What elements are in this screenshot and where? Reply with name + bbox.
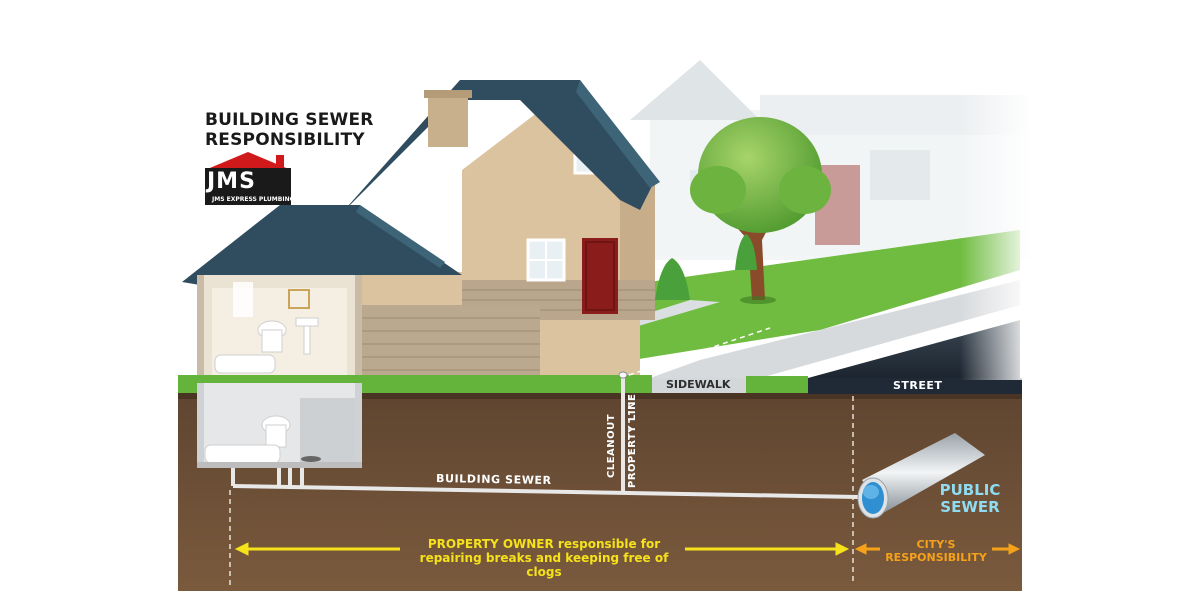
city-responsibility-text: CITY'S RESPONSIBILITY [885, 538, 987, 564]
sidewalk-label: SIDEWALK [666, 378, 731, 391]
back-lawn [520, 230, 1020, 378]
public-sewer-pipe [857, 433, 985, 519]
city-arrow [854, 543, 1021, 555]
property-line-label: PROPERTY LINE [627, 393, 638, 488]
owner-responsibility-text: PROPERTY OWNER responsible for repairing… [419, 537, 669, 579]
title-line-1: BUILDING SEWER [205, 110, 374, 130]
street-bar [808, 378, 1022, 394]
cleanout-pipe [618, 371, 628, 492]
public-sewer-label: PUBLIC SEWER [939, 481, 1001, 517]
cleanout-label: CLEANOUT [606, 413, 617, 478]
building-sewer-pipe [231, 468, 859, 499]
basement [197, 383, 362, 468]
owner-arrow [234, 542, 850, 556]
building-sewer-label: BUILDING SEWER [435, 471, 552, 488]
logo-tagline: JMS EXPRESS PLUMBING [212, 196, 295, 203]
sidewalk-surface [650, 280, 1020, 378]
title-line-2: RESPONSIBILITY [205, 130, 365, 150]
sidewalk-bar [652, 378, 746, 393]
logo-letters: JMS [207, 169, 256, 194]
property-line-surface [628, 327, 771, 376]
jms-logo [205, 152, 291, 205]
street-label: STREET [893, 379, 943, 392]
tree [690, 117, 831, 304]
house [182, 80, 660, 386]
